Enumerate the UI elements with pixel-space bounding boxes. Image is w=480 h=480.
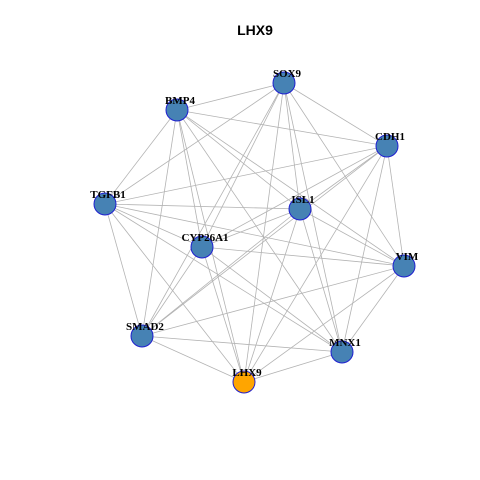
node-label-cyp26a1: CYP26A1 — [181, 232, 228, 244]
edge-bmp4-smad2 — [141, 109, 178, 337]
node-cdh1 — [375, 134, 399, 158]
edge-vim-mnx1 — [341, 265, 405, 353]
edge-bmp4-cdh1 — [176, 109, 388, 147]
edge-sox9-tgfb1 — [104, 82, 285, 205]
edge-layer — [104, 82, 405, 383]
edge-bmp4-isl1 — [176, 109, 301, 210]
node-label-cdh1: CDH1 — [375, 131, 405, 143]
edge-cyp26a1-smad2 — [141, 246, 203, 337]
node-cyp26a1 — [190, 235, 214, 259]
node-bmp4 — [165, 98, 189, 122]
node-smad2 — [130, 324, 154, 348]
edge-sox9-cyp26a1 — [201, 82, 285, 248]
edge-tgfb1-mnx1 — [104, 203, 343, 353]
edge-tgfb1-vim — [104, 203, 405, 267]
node-label-tgfb1: TGFB1 — [90, 189, 125, 201]
edge-cdh1-lhx9 — [243, 145, 388, 383]
edge-sox9-smad2 — [141, 82, 285, 337]
node-label-smad2: SMAD2 — [126, 321, 164, 333]
edge-sox9-lhx9 — [243, 82, 285, 383]
node-label-lhx9: LHX9 — [232, 367, 262, 379]
edge-isl1-mnx1 — [299, 208, 343, 353]
edge-vim-smad2 — [141, 265, 405, 337]
edge-tgfb1-smad2 — [104, 203, 143, 337]
edge-sox9-mnx1 — [283, 82, 343, 353]
node-label-vim: VIM — [396, 251, 419, 263]
edge-sox9-cdh1 — [283, 82, 388, 147]
edge-isl1-vim — [299, 208, 405, 267]
node-mnx1 — [330, 340, 354, 364]
edge-smad2-mnx1 — [141, 335, 343, 353]
edge-tgfb1-isl1 — [104, 203, 301, 210]
edge-smad2-lhx9 — [141, 335, 245, 383]
node-label-bmp4: BMP4 — [165, 95, 195, 107]
edge-cdh1-vim — [386, 145, 405, 267]
edge-cyp26a1-vim — [201, 246, 405, 267]
edge-sox9-vim — [283, 82, 405, 267]
edge-cyp26a1-mnx1 — [201, 246, 343, 353]
edge-isl1-lhx9 — [243, 208, 301, 383]
node-label-sox9: SOX9 — [273, 68, 302, 80]
node-sox9 — [272, 71, 296, 95]
edge-sox9-bmp4 — [176, 82, 285, 111]
edge-vim-lhx9 — [243, 265, 405, 383]
edge-cdh1-tgfb1 — [104, 145, 388, 205]
edge-cdh1-mnx1 — [341, 145, 388, 353]
node-isl1 — [288, 197, 312, 221]
edge-cdh1-isl1 — [299, 145, 388, 210]
edge-isl1-smad2 — [141, 208, 301, 337]
edge-tgfb1-cyp26a1 — [104, 203, 203, 248]
edge-bmp4-cyp26a1 — [176, 109, 203, 248]
node-label-isl1: ISL1 — [291, 194, 314, 206]
edge-tgfb1-lhx9 — [104, 203, 245, 383]
edge-isl1-cyp26a1 — [201, 208, 301, 248]
node-layer — [93, 71, 416, 394]
node-label-mnx1: MNX1 — [329, 337, 361, 349]
edge-bmp4-tgfb1 — [104, 109, 178, 205]
edge-bmp4-mnx1 — [176, 109, 343, 353]
edge-cdh1-smad2 — [141, 145, 388, 337]
graph-title: LHX9 — [237, 22, 273, 38]
node-tgfb1 — [93, 192, 117, 216]
edge-mnx1-lhx9 — [243, 351, 343, 383]
node-lhx9 — [232, 370, 256, 394]
edge-sox9-isl1 — [283, 82, 301, 210]
node-vim — [392, 254, 416, 278]
